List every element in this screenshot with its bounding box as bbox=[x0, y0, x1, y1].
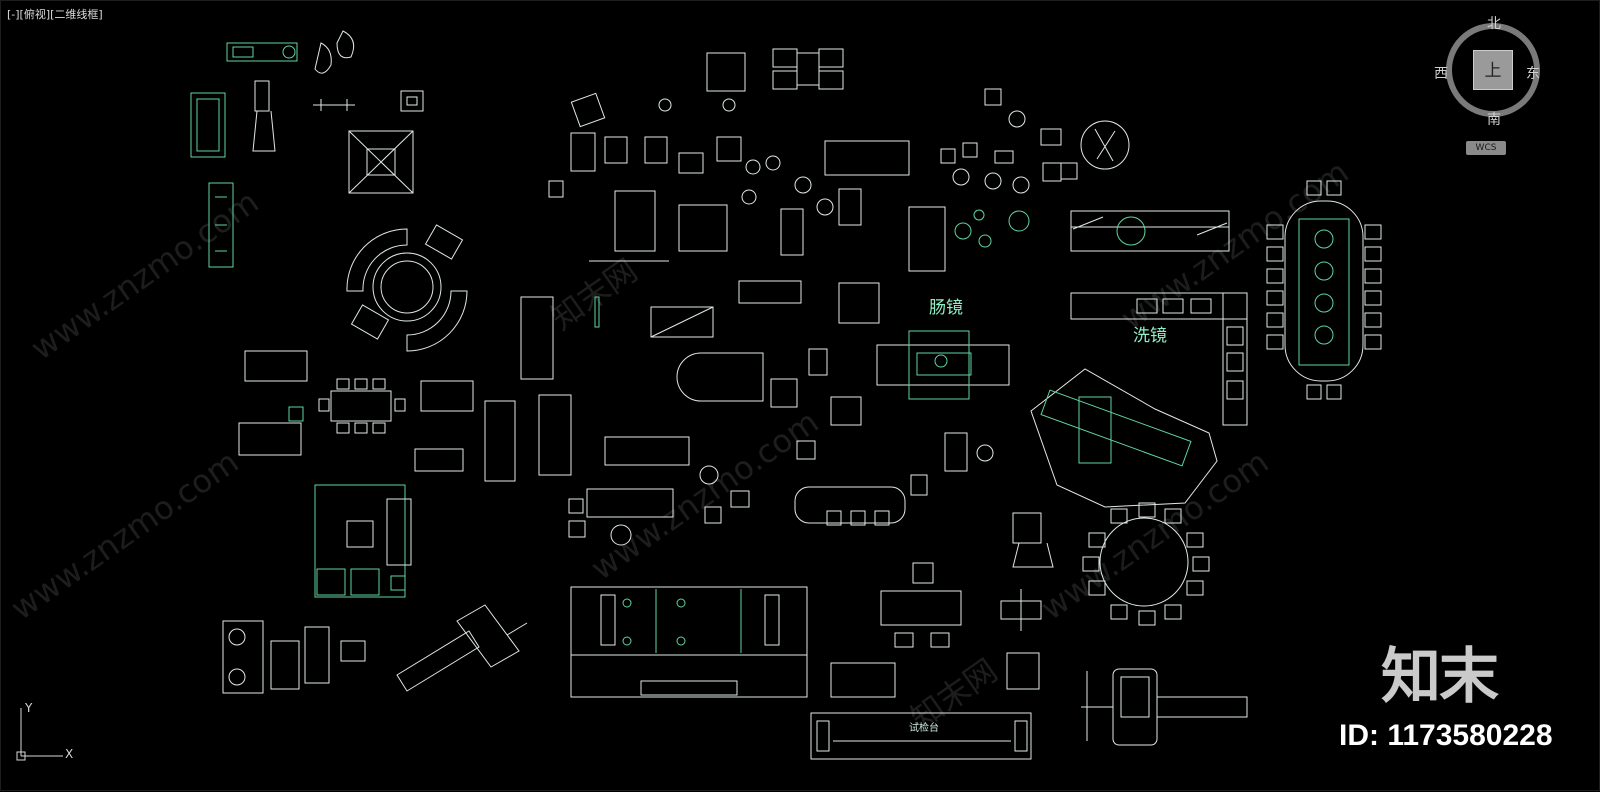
watermark-text: www.znzmo.com bbox=[584, 403, 826, 588]
ucs-y-label: Y bbox=[24, 701, 33, 715]
mirror-labels: 肠镜 洗镜 bbox=[929, 298, 1167, 346]
ucs-icon: Y X bbox=[16, 701, 73, 761]
chairs-top-center[interactable] bbox=[706, 48, 844, 92]
compass-north[interactable]: 北 bbox=[1487, 16, 1501, 32]
watermark-text: www.znzmo.com bbox=[4, 443, 246, 628]
sink-units[interactable] bbox=[222, 620, 366, 694]
wall-rack[interactable] bbox=[208, 182, 234, 268]
reception-desk[interactable] bbox=[520, 280, 880, 402]
mirror-label-1: 肠镜 bbox=[929, 298, 963, 318]
long-conference-table[interactable] bbox=[1266, 180, 1382, 400]
round-sofa[interactable] bbox=[346, 224, 468, 352]
watermark-layer: www.znzmo.com www.znzmo.com 知末网 www.znzm… bbox=[4, 153, 1356, 738]
mirror-label-2: 洗镜 bbox=[1133, 326, 1167, 346]
dining-table-set[interactable] bbox=[318, 378, 406, 434]
id-label: ID: 1173580228 bbox=[1339, 719, 1553, 752]
small-cabinets[interactable] bbox=[238, 350, 308, 456]
dental-chair-block[interactable] bbox=[226, 30, 355, 74]
sofa-set-left[interactable] bbox=[414, 380, 572, 482]
toilets-cluster[interactable] bbox=[940, 88, 1130, 194]
compass-east[interactable]: 东 bbox=[1526, 66, 1540, 82]
watermark-text: www.znzmo.com bbox=[24, 183, 266, 368]
watermark-text: www.znzmo.com bbox=[1034, 443, 1276, 628]
c-arm-machine[interactable] bbox=[396, 604, 528, 692]
desk-workstation[interactable] bbox=[589, 140, 946, 272]
armchairs-row[interactable] bbox=[548, 92, 742, 198]
brand-logo: 知末 bbox=[1381, 642, 1499, 712]
compass-south[interactable]: 南 bbox=[1487, 112, 1501, 128]
view-cube[interactable]: 北 南 东 西 上 WCS bbox=[1434, 13, 1556, 163]
ct-scanner-bottom[interactable] bbox=[1081, 668, 1248, 746]
compass-west[interactable]: 西 bbox=[1434, 66, 1448, 82]
operating-room[interactable] bbox=[570, 586, 808, 698]
cube-top-face[interactable]: 上 bbox=[1473, 50, 1513, 90]
round-table[interactable] bbox=[1082, 502, 1210, 626]
pyramid-table[interactable] bbox=[348, 130, 414, 194]
side-table-right[interactable] bbox=[944, 432, 994, 472]
dental-units-right[interactable] bbox=[1000, 512, 1054, 690]
office-desk-bottom[interactable] bbox=[830, 562, 962, 698]
plants-cluster[interactable] bbox=[954, 209, 1030, 248]
compass-ring-icon[interactable] bbox=[1446, 13, 1556, 133]
wcs-menu[interactable]: WCS bbox=[1466, 141, 1506, 155]
watermark-text: 知末网 bbox=[544, 251, 644, 337]
ucs-x-label: X bbox=[65, 747, 73, 761]
surgery-bed-center[interactable] bbox=[876, 330, 1010, 400]
exam-table-label: 试检台 bbox=[909, 721, 939, 734]
viewport-label[interactable]: [-][俯视][二维线框] bbox=[7, 8, 103, 21]
exam-bed-block[interactable] bbox=[190, 80, 424, 158]
washing-station[interactable] bbox=[1070, 292, 1248, 426]
conference-center[interactable] bbox=[770, 348, 928, 526]
mri-room[interactable] bbox=[1030, 368, 1218, 508]
lounge-room[interactable] bbox=[314, 484, 412, 598]
watermark-text: www.znzmo.com bbox=[1114, 153, 1356, 338]
exam-table-block[interactable]: 试检台 bbox=[810, 712, 1032, 760]
stools-cluster[interactable] bbox=[741, 155, 834, 216]
counter-top[interactable] bbox=[1070, 210, 1230, 252]
sofa-center[interactable] bbox=[568, 436, 750, 546]
